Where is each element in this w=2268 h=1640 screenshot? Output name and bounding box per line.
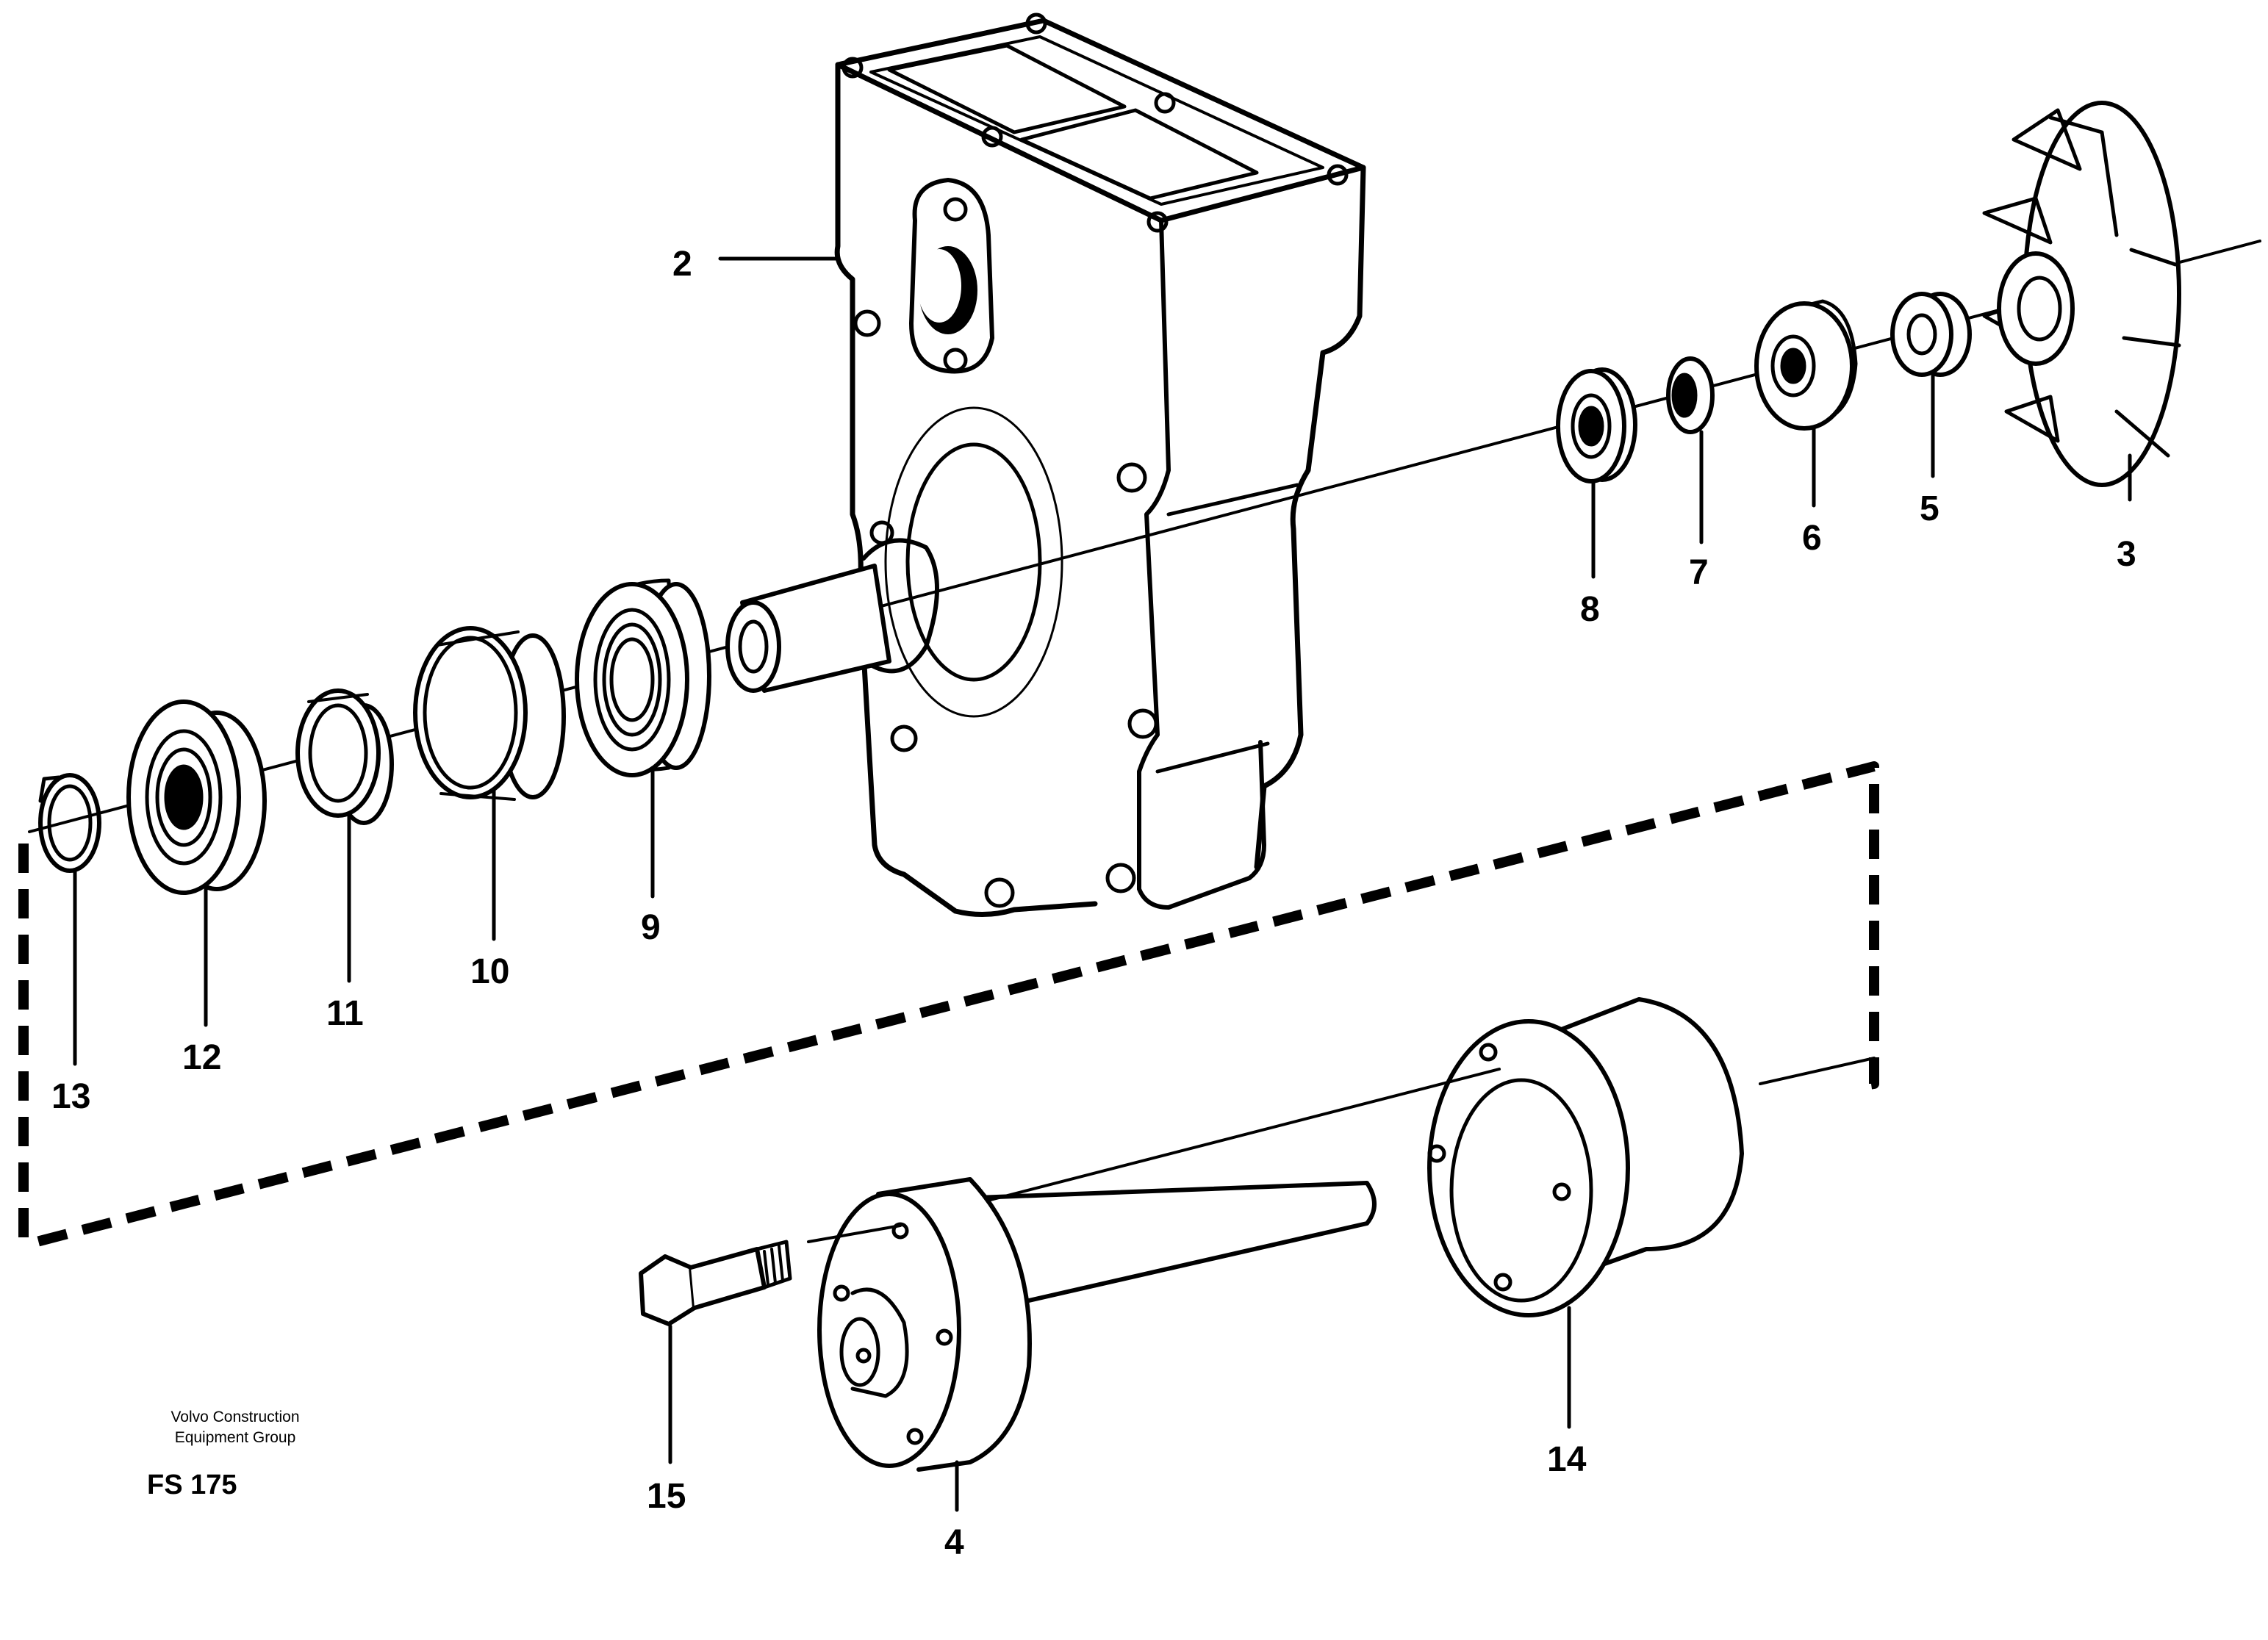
callout-5: 5 bbox=[1920, 489, 1939, 528]
bearing-part-8 bbox=[1556, 367, 1637, 483]
callout-8: 8 bbox=[1580, 590, 1600, 629]
ring-part-10 bbox=[413, 626, 566, 801]
credit-line-1: Volvo Construction bbox=[171, 1409, 300, 1425]
callout-10: 10 bbox=[470, 952, 509, 991]
callout-4: 4 bbox=[944, 1523, 964, 1562]
callout-15: 15 bbox=[647, 1477, 686, 1516]
credit-line-2: Equipment Group bbox=[174, 1429, 296, 1446]
fan-part-3 bbox=[1982, 101, 2181, 487]
callout-6: 6 bbox=[1802, 519, 1822, 558]
callout-3: 3 bbox=[2117, 535, 2136, 574]
bolt-part-15 bbox=[639, 1240, 792, 1326]
drift-part-14 bbox=[1427, 997, 1744, 1317]
washer-part-5 bbox=[1890, 292, 1972, 377]
bearing-part-12 bbox=[126, 699, 267, 895]
output-shaft bbox=[725, 538, 939, 693]
tool-dashed-frame bbox=[18, 761, 1879, 1247]
callout-9: 9 bbox=[641, 908, 661, 947]
callout-13: 13 bbox=[51, 1077, 90, 1116]
lower-axis-line bbox=[1759, 1057, 1876, 1085]
callout-2: 2 bbox=[672, 245, 692, 284]
rod bbox=[975, 1068, 1501, 1303]
seal-part-7 bbox=[1666, 356, 1715, 434]
callout-14: 14 bbox=[1547, 1440, 1587, 1479]
callout-11: 11 bbox=[326, 994, 364, 1033]
figure-code: FS 175 bbox=[147, 1470, 237, 1500]
callout-7: 7 bbox=[1689, 553, 1709, 592]
upper-axis-line bbox=[28, 240, 2261, 833]
drift-part-4 bbox=[807, 1177, 1032, 1472]
leader-lines bbox=[73, 256, 2132, 1512]
circlip-part-13 bbox=[38, 773, 101, 873]
housing-part-2 bbox=[834, 12, 1366, 917]
publisher-credit: Volvo Construction Equipment Group bbox=[125, 1407, 345, 1448]
callout-12: 12 bbox=[182, 1038, 221, 1077]
callout-labels: 2 3 5 6 7 8 9 10 11 12 13 14 15 4 bbox=[51, 245, 2136, 1562]
bearing-part-9 bbox=[575, 578, 711, 777]
hub-part-6 bbox=[1754, 299, 1858, 431]
sleeve-part-11 bbox=[295, 688, 394, 825]
